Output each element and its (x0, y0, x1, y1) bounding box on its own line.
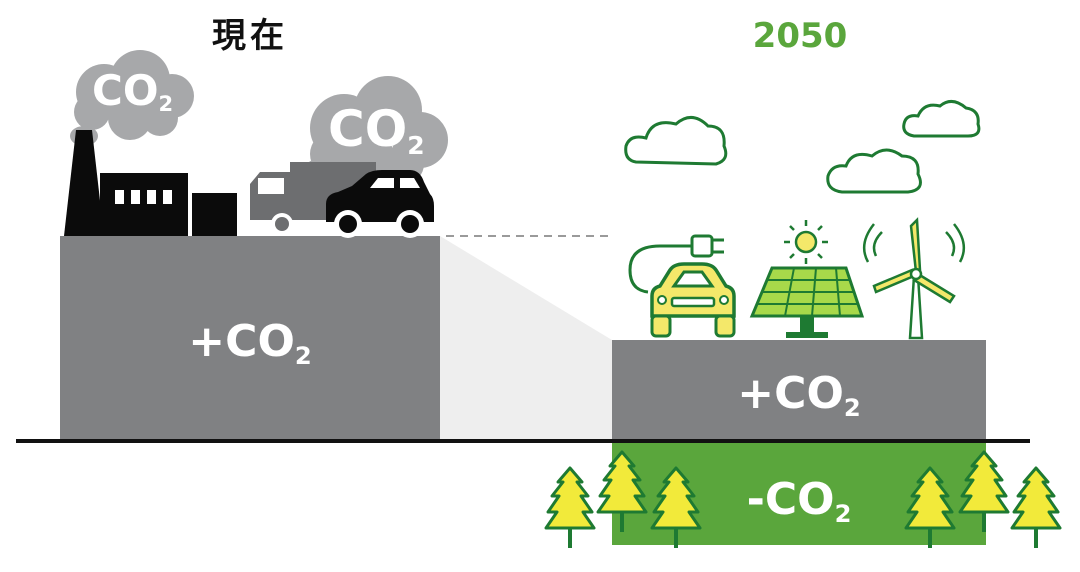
reduction-wedge (440, 236, 612, 440)
future-plus-co2-label: +CO2 (737, 368, 861, 423)
cloud-icon (624, 116, 728, 166)
factory-icon (64, 130, 237, 236)
title-2050: 2050 (752, 16, 848, 56)
title-present: 現在 (212, 16, 288, 56)
cloud-icon (826, 148, 922, 194)
future-minus-co2-label: -CO2 (746, 474, 852, 529)
cloud-icon (902, 100, 981, 138)
smoke-cloud-co2-label: CO2 (328, 100, 425, 160)
solar-panel-icon (749, 266, 865, 338)
wind-turbine-icon (862, 217, 966, 340)
present-plus-co2-label: +CO2 (188, 316, 312, 371)
plug-icon (660, 234, 724, 258)
smoke-cloud-icon (306, 76, 448, 184)
future-emission-block (612, 340, 986, 441)
sun-icon (784, 220, 828, 264)
smoke-cloud-co2-label: CO2 (92, 66, 174, 117)
tree-icon (544, 466, 596, 550)
tree-icon (1010, 466, 1062, 550)
present-emission-block (60, 236, 440, 441)
car-icon (326, 170, 434, 238)
electric-car-icon (628, 244, 736, 338)
